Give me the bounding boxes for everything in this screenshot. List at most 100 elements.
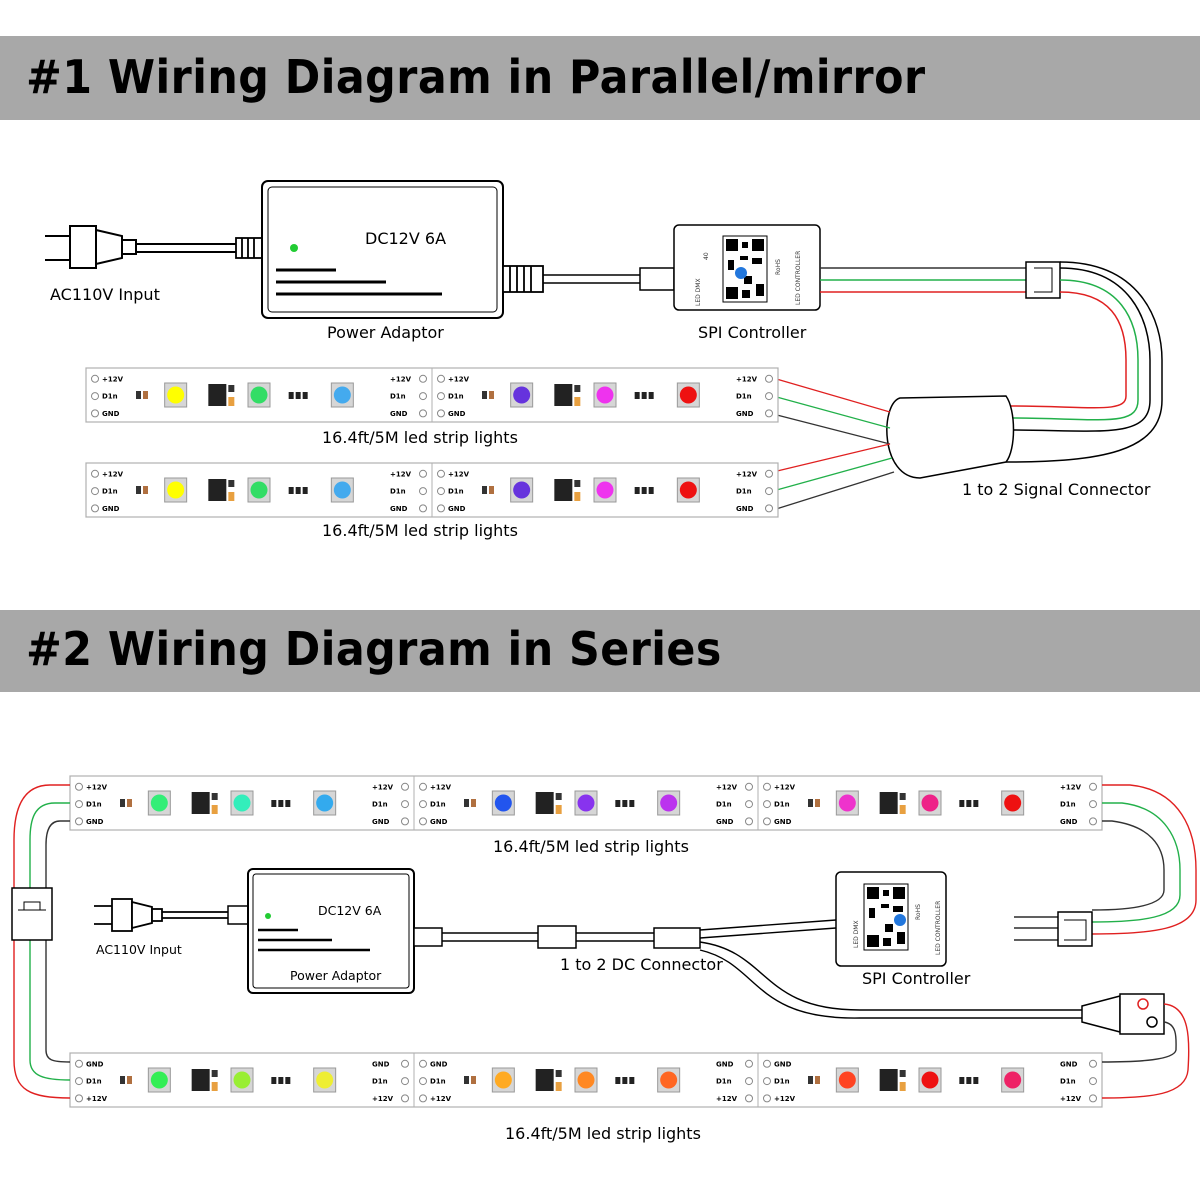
p1a-pin-label: GND: [102, 410, 120, 418]
series-right-plug: [1057, 911, 1093, 947]
st-pad: [745, 800, 753, 809]
controller2-text-1: LED DMX: [853, 920, 860, 948]
p1a-led: [333, 386, 351, 404]
sb-resistor: [973, 1077, 979, 1084]
sb-pad: [75, 1077, 83, 1086]
p1b-led: [596, 481, 614, 499]
st-led: [577, 794, 595, 812]
sb-pin-label: +12V: [372, 1095, 394, 1103]
adaptor-rating-2: DC12V 6A: [318, 903, 382, 918]
p1b-pin-label: GND: [102, 505, 120, 513]
p1b-pin-label: D1n: [102, 488, 118, 496]
sb-resistor: [629, 1077, 635, 1084]
p1b-pad: [419, 469, 427, 478]
p1a-capacitor: [574, 397, 581, 406]
p1a-resistor: [648, 392, 654, 399]
p1b-resistor: [634, 487, 640, 494]
st-pin-label: +12V: [430, 783, 452, 791]
sb-resistor: [899, 1070, 906, 1077]
st-pin-label: GND: [1060, 818, 1078, 826]
p1a-pad: [91, 409, 99, 418]
st-pin-label: D1n: [774, 801, 790, 809]
st-resistor: [615, 800, 621, 807]
sb-led: [921, 1071, 939, 1089]
sb-pad: [419, 1077, 427, 1086]
ac-plug-icon: [45, 225, 137, 269]
st-resistor: [278, 800, 284, 807]
p1a-pin-label: D1n: [736, 393, 752, 401]
sb-resistor: [211, 1070, 218, 1077]
sb-resistor: [808, 1076, 813, 1084]
power-led-icon: [290, 244, 298, 252]
st-pad: [75, 817, 83, 826]
series-left-plug: [11, 887, 53, 941]
st-pad: [75, 800, 83, 809]
sb-pin-label: GND: [716, 1060, 734, 1068]
sb-pin-label: GND: [774, 1060, 792, 1068]
sb-led: [660, 1071, 678, 1089]
signal-connector-label: 1 to 2 Signal Connector: [962, 480, 1151, 499]
p1a-led: [167, 386, 185, 404]
st-resistor: [815, 799, 820, 807]
p1b-pad: [91, 469, 99, 478]
sb-ic-chip: [191, 1069, 210, 1091]
adaptor-label: Power Adaptor: [327, 323, 444, 342]
p1a-pad: [419, 392, 427, 401]
p1b-ic-chip: [554, 479, 573, 501]
p1a-led: [596, 386, 614, 404]
p1a-pin-label: GND: [390, 410, 408, 418]
strip-label-1: 16.4ft/5M led strip lights: [322, 428, 518, 447]
adaptor-rating: DC12V 6A: [365, 229, 446, 248]
spi-controller-2: [835, 871, 947, 967]
st-resistor: [464, 799, 469, 807]
sb-pin-label: +12V: [1060, 1095, 1082, 1103]
sb-pin-label: D1n: [716, 1078, 732, 1086]
p1a-resistor: [288, 392, 294, 399]
st-pin-label: GND: [716, 818, 734, 826]
p1b-pin-label: GND: [390, 505, 408, 513]
adaptor-strain-relief-right: [502, 265, 544, 293]
p1a-pad: [765, 392, 773, 401]
bluetooth-icon: [894, 914, 906, 926]
p1b-pin-label: D1n: [390, 488, 406, 496]
st-resistor: [211, 793, 218, 800]
sb-pad: [75, 1094, 83, 1103]
sb-ic-chip: [879, 1069, 898, 1091]
p1b-pad: [765, 469, 773, 478]
sb-resistor: [815, 1076, 820, 1084]
sb-pin-label: +12V: [430, 1095, 452, 1103]
st-pad: [401, 782, 409, 791]
sb-pad: [745, 1094, 753, 1103]
p1a-pad: [419, 409, 427, 418]
st-pin-label: +12V: [86, 783, 108, 791]
st-pad: [1089, 782, 1097, 791]
section-1-title: #1 Wiring Diagram in Parallel/mirror: [26, 50, 926, 104]
st-led: [494, 794, 512, 812]
st-resistor: [127, 799, 132, 807]
st-pin-label: D1n: [372, 801, 388, 809]
sb-pad: [419, 1059, 427, 1068]
strip-label-bottom: 16.4ft/5M led strip lights: [505, 1124, 701, 1143]
p1a-pin-label: D1n: [448, 393, 464, 401]
controller-rohs-1: RoHS: [775, 259, 782, 275]
st-led: [1004, 794, 1022, 812]
p1b-pad: [437, 469, 445, 478]
st-resistor: [959, 800, 965, 807]
p1b-pad: [765, 504, 773, 513]
st-pad: [745, 817, 753, 826]
sb-resistor: [464, 1076, 469, 1084]
st-pin-label: +12V: [1060, 783, 1082, 791]
st-resistor: [966, 800, 972, 807]
st-pin-label: D1n: [1060, 801, 1076, 809]
ac-input-label-2: AC110V Input: [96, 942, 182, 957]
p1a-pin-label: D1n: [102, 393, 118, 401]
p1b-pad: [91, 504, 99, 513]
sb-ic-chip: [535, 1069, 554, 1091]
sb-pin-label: GND: [430, 1060, 448, 1068]
st-led: [838, 794, 856, 812]
st-pad: [745, 782, 753, 791]
